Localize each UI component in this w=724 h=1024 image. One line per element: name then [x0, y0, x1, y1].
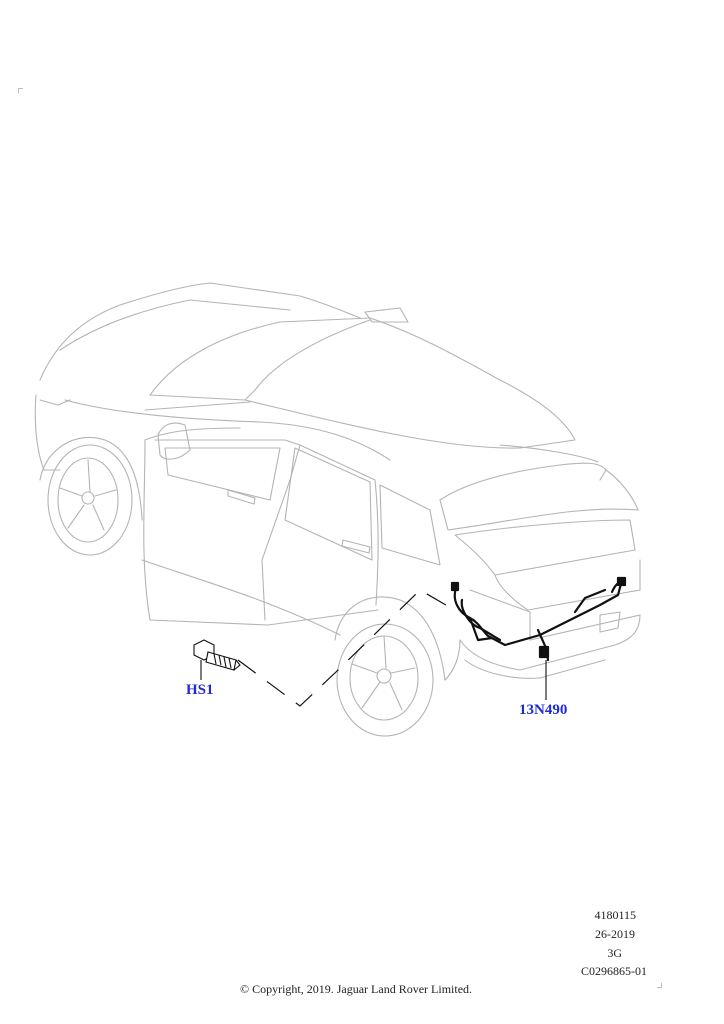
copyright-notice: © Copyright, 2019. Jaguar Land Rover Lim…	[239, 982, 473, 996]
vehicle-outline	[34, 282, 641, 737]
corner-mark-bottom-right	[657, 983, 662, 988]
callout-13n490-label[interactable]: 13N490	[519, 702, 568, 718]
bolt-hs1-part[interactable]	[193, 639, 241, 671]
corner-mark-top-left	[18, 88, 23, 93]
wiring-harness-13n490-part[interactable]	[450, 576, 627, 662]
reference-code-1: 4180115	[594, 908, 636, 922]
bolt-leader-dashed	[237, 589, 459, 707]
reference-code-2: 26-2019	[595, 927, 635, 941]
reference-code-3: 3G	[607, 946, 622, 960]
reference-code-4: C0296865-01	[581, 964, 647, 978]
callout-hs1-label[interactable]: HS1	[186, 682, 214, 698]
